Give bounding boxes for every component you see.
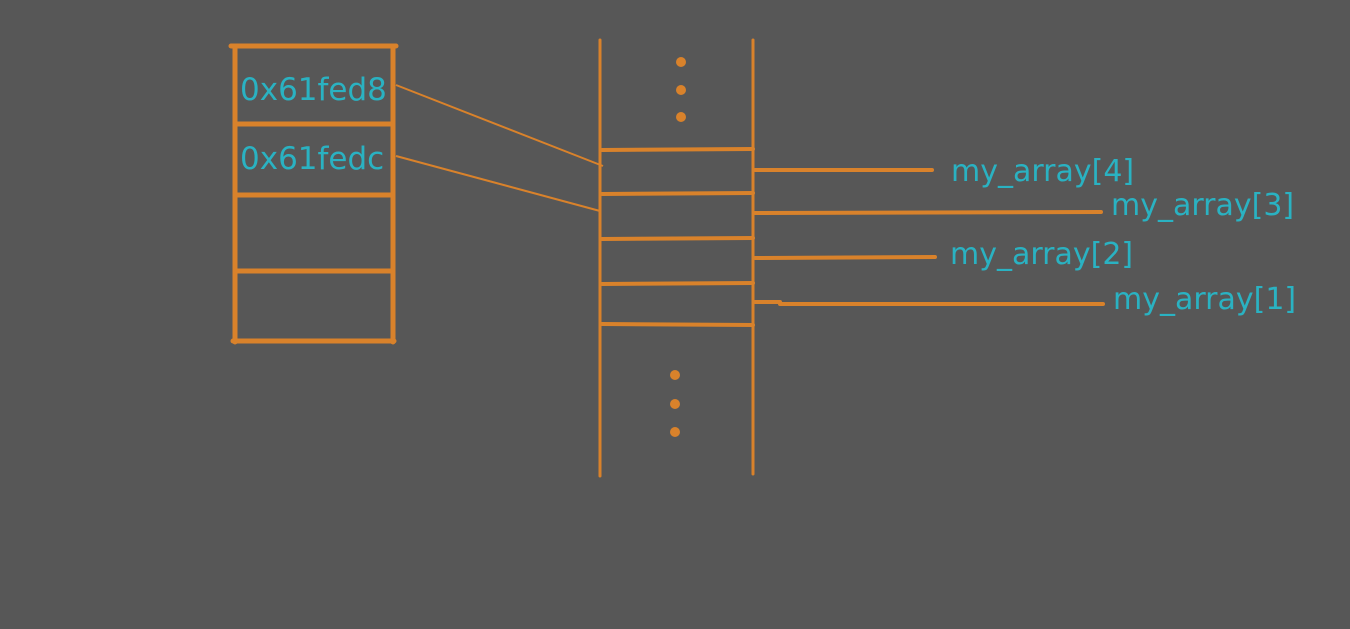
memory-slot-divider xyxy=(600,236,755,241)
ellipsis-dot xyxy=(676,57,686,67)
ellipsis-bottom xyxy=(670,370,680,437)
memory-slot-divider xyxy=(600,322,755,327)
pointer-table xyxy=(228,43,399,345)
label-leader-line xyxy=(753,255,937,260)
memory-slot-divider xyxy=(600,191,755,196)
memory-slot-divider xyxy=(600,147,755,152)
label-leaders xyxy=(753,168,1105,306)
ellipsis-dot xyxy=(670,399,680,409)
ellipsis-dot xyxy=(676,112,686,122)
array-element-label: my_array[3] xyxy=(1111,188,1294,223)
ellipsis-dot xyxy=(670,427,680,437)
array-element-label: my_array[2] xyxy=(950,237,1133,272)
array-element-label: my_array[1] xyxy=(1113,282,1296,317)
pointer-cell-value: 0x61fedc xyxy=(240,141,384,177)
memory-slot-divider xyxy=(600,281,755,286)
ellipsis-dot xyxy=(676,85,686,95)
memory-column xyxy=(598,38,755,478)
ellipsis-dot xyxy=(670,370,680,380)
ellipsis-top xyxy=(676,57,686,122)
pointer-connector-line xyxy=(395,155,601,212)
label-leader-line xyxy=(753,210,1103,215)
pointer-connector-line xyxy=(395,84,604,167)
pointer-cell-value: 0x61fed8 xyxy=(240,72,387,108)
pointer-connectors xyxy=(395,84,604,212)
array-element-label: my_array[4] xyxy=(951,154,1134,189)
